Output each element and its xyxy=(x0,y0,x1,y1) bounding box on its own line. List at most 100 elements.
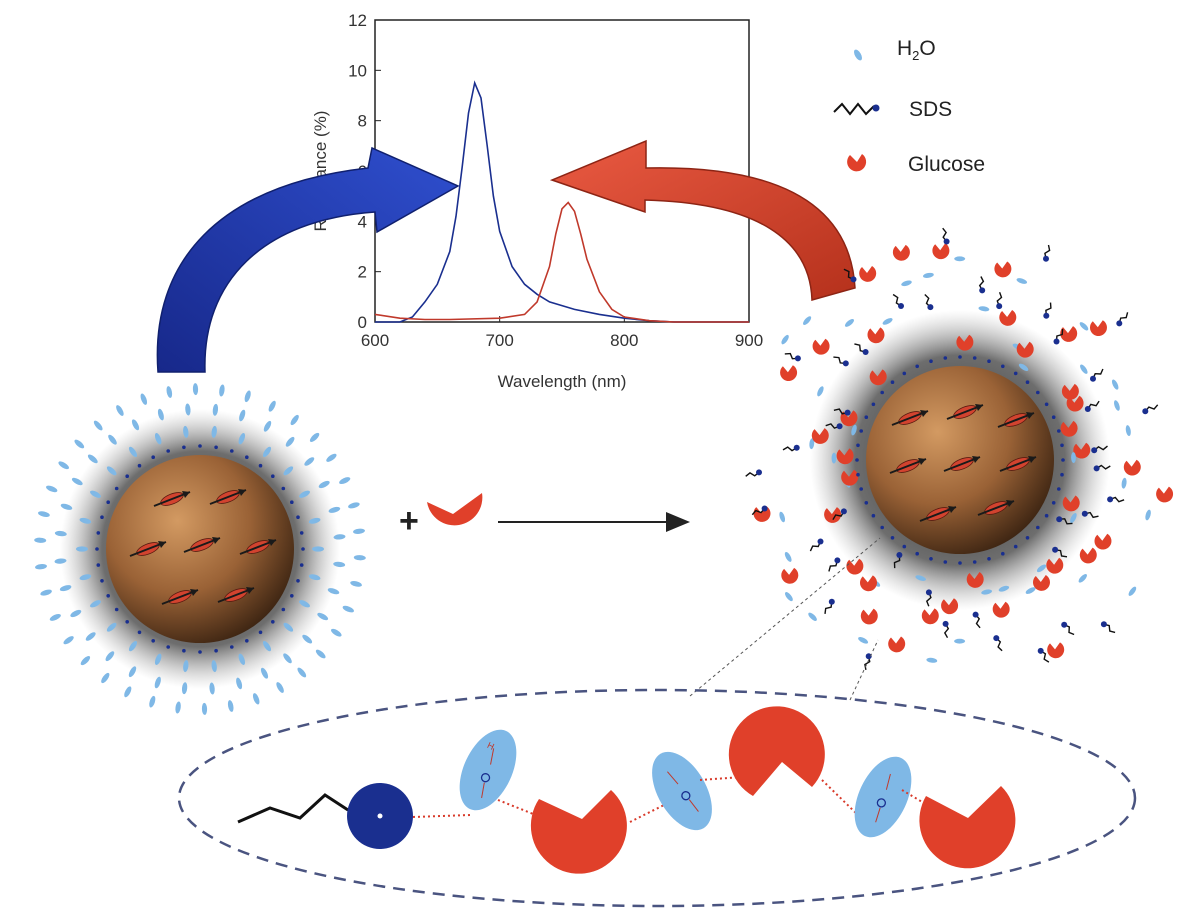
water-molecule xyxy=(353,555,366,561)
water-molecule xyxy=(304,457,315,466)
surface-dot xyxy=(245,455,249,460)
sds-head xyxy=(1081,510,1088,517)
sds-head xyxy=(943,238,950,245)
water-molecule xyxy=(181,682,188,695)
glucose-molecule xyxy=(841,469,859,486)
surface-dot xyxy=(1057,487,1061,491)
surface-dot xyxy=(95,547,99,551)
surface-dot xyxy=(871,513,876,518)
surface-dot xyxy=(902,371,907,376)
surface-dot xyxy=(299,531,304,535)
water-molecule xyxy=(79,517,92,524)
surface-dot xyxy=(1051,501,1056,505)
water-molecule xyxy=(71,477,83,486)
water-molecule xyxy=(101,672,110,684)
surface-dot xyxy=(1013,371,1018,376)
water-molecule xyxy=(318,480,330,489)
sds-head xyxy=(898,303,904,309)
legend-water-label-h: H xyxy=(897,37,912,60)
surface-dots xyxy=(95,444,305,654)
surface-dot xyxy=(230,645,234,649)
water-molecule xyxy=(63,636,74,645)
x-tick-label: 800 xyxy=(610,331,638,350)
surface-dot xyxy=(258,463,263,468)
water-molecule xyxy=(1018,363,1029,371)
magnetic-moments xyxy=(889,404,1037,522)
water-molecule xyxy=(817,386,824,397)
red-curved-arrow xyxy=(549,139,856,301)
water-molecule xyxy=(317,612,329,621)
water-molecule xyxy=(1128,586,1137,596)
h-bond-line xyxy=(821,779,861,818)
legend: H2O SDS Glucose xyxy=(833,37,985,176)
glucose-molecule xyxy=(824,507,842,523)
surface-dot xyxy=(859,487,863,491)
water-molecule xyxy=(309,432,320,442)
sds-head xyxy=(842,360,849,367)
water-molecule xyxy=(809,438,815,450)
sds-head xyxy=(761,505,768,512)
glucose-molecule xyxy=(812,338,830,355)
water-molecule xyxy=(59,585,72,592)
sds-head xyxy=(1116,320,1123,327)
surface-dot xyxy=(151,455,155,460)
water-molecule xyxy=(784,551,792,562)
surface-dot xyxy=(855,458,859,462)
surface-dot xyxy=(290,500,294,505)
spin-arrowhead xyxy=(190,589,198,596)
glucose-molecule xyxy=(956,334,974,351)
water-molecule xyxy=(58,461,69,470)
water-molecule xyxy=(1078,574,1087,583)
water-molecule xyxy=(1079,322,1089,331)
surface-dot xyxy=(114,486,119,491)
water-molecule xyxy=(922,272,934,278)
water-molecule xyxy=(46,485,58,493)
water-molecule xyxy=(1080,364,1088,374)
sds-head xyxy=(756,469,762,476)
water-molecule xyxy=(140,393,148,405)
glucose-molecule xyxy=(994,261,1012,278)
water-molecule xyxy=(40,589,52,596)
surface-dot xyxy=(856,472,860,477)
surface-dot xyxy=(214,445,218,450)
spin-arrowhead xyxy=(1006,500,1014,507)
surface-dot xyxy=(166,645,170,649)
surface-dot xyxy=(987,557,991,561)
spin-arrowhead xyxy=(212,537,220,544)
surface-dot xyxy=(281,486,286,491)
surface-dot xyxy=(929,359,933,364)
water-molecule xyxy=(244,390,251,403)
glucose-molecule xyxy=(1047,642,1065,659)
sds-head xyxy=(862,349,869,355)
glucose-pacman-icon xyxy=(919,786,1016,869)
sds-head xyxy=(844,409,851,416)
surface-dot xyxy=(114,607,119,612)
water-molecule xyxy=(290,414,299,426)
glucose-molecule xyxy=(846,558,864,575)
water-molecule xyxy=(998,585,1010,592)
water-molecule xyxy=(154,653,162,665)
water-molecule xyxy=(851,424,857,436)
glucose-molecule xyxy=(1123,459,1141,476)
glucose-molecule xyxy=(859,266,877,282)
nanoparticle-water-shell xyxy=(34,383,366,715)
surface-dot xyxy=(902,544,907,549)
glucose-molecule xyxy=(1089,320,1107,337)
surface-dot xyxy=(137,630,142,635)
sds-head xyxy=(1037,647,1044,654)
water-molecule xyxy=(1111,379,1119,390)
glucose-molecule xyxy=(1061,383,1079,400)
surface-dot xyxy=(182,648,186,653)
sds-head xyxy=(979,287,986,294)
surface-dot xyxy=(296,579,300,583)
surface-dot xyxy=(290,594,294,598)
surface-dot xyxy=(299,563,304,567)
water-molecule xyxy=(285,436,295,447)
surface-dot xyxy=(915,551,919,556)
water-molecule xyxy=(157,408,164,421)
water-molecule xyxy=(954,638,966,644)
water-molecule xyxy=(128,640,138,652)
legend-sds: SDS xyxy=(833,98,952,121)
legend-sds-label: SDS xyxy=(909,98,952,121)
